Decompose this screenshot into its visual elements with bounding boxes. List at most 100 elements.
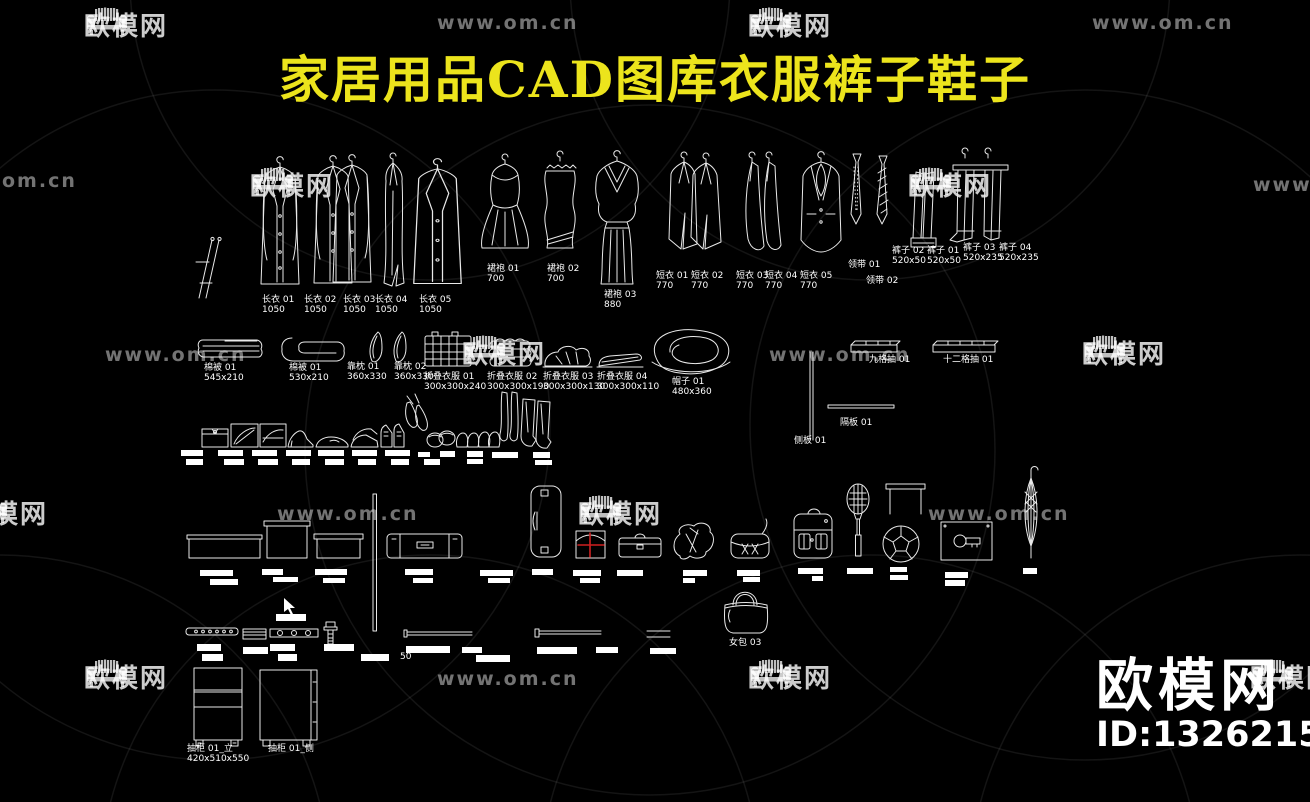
stool-frame-drawing bbox=[885, 483, 926, 515]
hat-drawing bbox=[651, 329, 731, 375]
row3-label-bars bbox=[181, 450, 552, 465]
short-coat-pair-1-drawing bbox=[668, 151, 722, 250]
cad-label: 九格抽 01 bbox=[869, 355, 911, 365]
site-watermark: 欧模网 bbox=[578, 494, 662, 531]
small-shoes-pair-2-drawing bbox=[478, 431, 501, 448]
watermark-text: 欧模网 bbox=[0, 500, 49, 530]
cabinet-front-drawing bbox=[193, 667, 243, 747]
suitcase-front-drawing bbox=[386, 533, 463, 559]
messenger-bag-drawing bbox=[730, 518, 770, 559]
red-cross-bag-drawing bbox=[575, 530, 606, 559]
pole-drawing bbox=[372, 493, 377, 632]
url-watermark: www.om.cn bbox=[437, 668, 579, 690]
hanging-pants-drawing bbox=[949, 147, 1009, 243]
cad-label: 领带 01 bbox=[848, 260, 881, 270]
url-watermark: www.om.cn bbox=[105, 344, 247, 366]
dress-01-drawing bbox=[481, 153, 529, 249]
rail-2-drawing bbox=[269, 628, 319, 638]
handbag-drawing bbox=[724, 591, 769, 634]
badminton-racket-drawing bbox=[846, 483, 870, 557]
long-coat-05-drawing bbox=[413, 158, 462, 284]
flute-drawing bbox=[185, 627, 239, 636]
short-coat-pair-2-drawing bbox=[745, 151, 782, 251]
blanket-02-drawing bbox=[281, 337, 345, 362]
briefcase-drawing bbox=[618, 533, 662, 558]
page-title: 家居用品CAD图库衣服裤子鞋子 bbox=[279, 50, 1031, 109]
umbrella-drawing bbox=[1024, 466, 1039, 559]
blanket-01-drawing bbox=[197, 339, 263, 358]
tie-02-drawing bbox=[876, 155, 889, 225]
site-watermark: 欧模网 bbox=[748, 6, 832, 43]
cad-label: 侧板 01 bbox=[794, 436, 827, 446]
row5-label-bars bbox=[197, 644, 676, 662]
football-drawing bbox=[882, 525, 920, 563]
shoe-box-3-drawing bbox=[259, 423, 287, 448]
shoe-box-1-drawing bbox=[201, 428, 229, 448]
long-coat-02-drawing bbox=[313, 155, 353, 284]
folded-clothes-01-drawing bbox=[424, 331, 472, 367]
slippers-drawing bbox=[426, 430, 456, 448]
storage-box-1-drawing bbox=[186, 534, 263, 559]
rod-2-drawing bbox=[534, 628, 602, 638]
twelve-grid-drawer-drawing bbox=[932, 340, 999, 353]
site-watermark: 欧模网 bbox=[84, 658, 168, 695]
site-watermark: 欧模网 bbox=[1082, 334, 1166, 371]
suit-jacket-drawing bbox=[800, 151, 842, 253]
url-watermark: www.om.cn bbox=[769, 344, 911, 366]
site-watermark: 欧模网 bbox=[748, 658, 832, 695]
boots-drawing bbox=[520, 398, 552, 449]
folded-clothes-02-drawing bbox=[488, 338, 532, 367]
cad-label: 领带 02 bbox=[866, 276, 899, 286]
cad-label: 抽柜 01_侧 bbox=[268, 744, 314, 754]
nine-grid-drawer-drawing bbox=[850, 340, 901, 353]
long-coat-04-drawing bbox=[383, 152, 405, 287]
row4-label-bars bbox=[200, 567, 1037, 586]
pillow-02-drawing bbox=[393, 331, 407, 363]
backpack-drawing bbox=[793, 508, 833, 559]
long-coat-01-drawing bbox=[260, 156, 300, 285]
shelf-board-drawing bbox=[827, 404, 895, 409]
folded-clothes-03-drawing bbox=[542, 345, 593, 368]
url-watermark: www.om.cn bbox=[277, 503, 419, 525]
stockings-drawing bbox=[499, 391, 519, 442]
cabinet-side-drawing bbox=[259, 669, 318, 747]
dress-03-drawing bbox=[595, 150, 639, 285]
brand-logo: 欧模网 bbox=[1096, 653, 1282, 719]
brand-block: 欧模网 ID:1326215 bbox=[1096, 656, 1310, 754]
cad-label: 女包 03 bbox=[729, 638, 762, 648]
pump-shoe-drawing bbox=[287, 430, 314, 448]
url-watermark: www. bbox=[1253, 174, 1310, 196]
safe-box-drawing bbox=[940, 521, 993, 561]
folded-pants-drawing bbox=[910, 171, 937, 248]
hanging-socks-drawing bbox=[405, 393, 428, 431]
cloth-bundle-drawing bbox=[673, 522, 714, 560]
url-watermark: www.om.cn bbox=[437, 12, 579, 34]
rail-1-drawing bbox=[242, 628, 267, 640]
loafer-shoe-drawing bbox=[315, 436, 349, 448]
site-watermark: 欧模网 bbox=[908, 166, 992, 203]
dress-02-drawing bbox=[544, 150, 577, 249]
suitcase-side-drawing bbox=[530, 485, 562, 558]
